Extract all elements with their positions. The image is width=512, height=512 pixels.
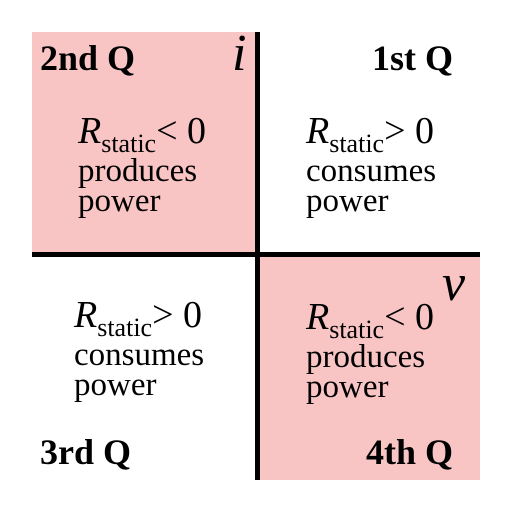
resistance-symbol: R (78, 110, 102, 152)
resistance-subscript: static (329, 129, 385, 158)
voltage-axis (32, 252, 480, 257)
resistance-relation: < 0 (156, 110, 207, 152)
quadrant-3-condition: Rstatic> 0 (74, 294, 204, 341)
resistance-subscript: static (329, 315, 385, 344)
quadrant-2-line1: produces (78, 153, 198, 189)
quadrant-2-label: 2nd Q (40, 38, 136, 78)
resistance-relation: > 0 (384, 110, 435, 152)
quadrant-1-line1: consumes (306, 153, 437, 189)
quadrant-4-line2: power (306, 369, 389, 405)
quadrant-2-shaded-region (32, 32, 258, 255)
quadrant-1-label: 1st Q (372, 38, 453, 78)
quadrant-4-label: 4th Q (366, 432, 454, 472)
quadrant-4-condition: Rstatic< 0 (306, 296, 435, 343)
resistance-symbol: R (306, 110, 330, 152)
quadrant-4-text: Rstatic< 0 produces power (306, 296, 435, 405)
quadrant-1-line2: power (306, 183, 389, 219)
resistance-subscript: static (101, 129, 157, 158)
quadrant-3-label: 3rd Q (40, 432, 132, 472)
resistance-symbol: R (306, 296, 330, 338)
voltage-axis-label: v (442, 255, 466, 312)
resistance-symbol: R (74, 294, 98, 336)
quadrant-1-condition: Rstatic> 0 (306, 110, 436, 157)
quadrant-4-shaded-region (258, 255, 480, 480)
quadrant-4-line1: produces (306, 339, 426, 375)
resistance-subscript: static (97, 313, 153, 342)
quadrant-3-line2: power (74, 367, 157, 403)
quadrant-3-text: Rstatic> 0 consumes power (74, 294, 205, 403)
resistance-relation: < 0 (384, 296, 435, 338)
quadrant-2-condition: Rstatic< 0 (78, 110, 207, 157)
quadrant-2-text: Rstatic< 0 produces power (78, 110, 207, 219)
quadrant-2-line2: power (78, 183, 161, 219)
resistance-relation: > 0 (152, 294, 203, 336)
current-axis-label: i (232, 25, 247, 82)
quadrant-1-text: Rstatic> 0 consumes power (306, 110, 437, 219)
quadrant-3-line1: consumes (74, 337, 205, 373)
